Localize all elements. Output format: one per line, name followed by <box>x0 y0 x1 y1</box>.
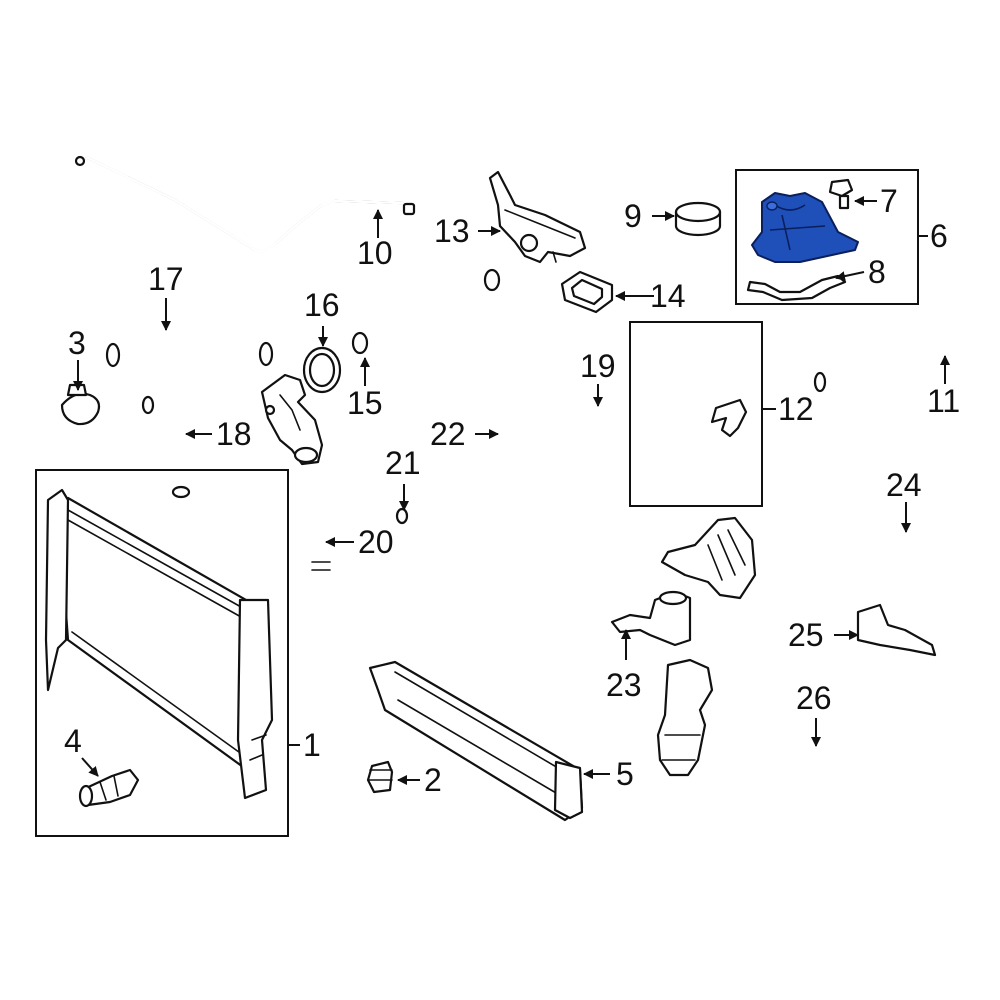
part-14-gasket[interactable] <box>560 270 614 314</box>
part-8-strap[interactable] <box>746 274 847 302</box>
callout-18: 18 <box>216 416 252 452</box>
part-9-cap[interactable] <box>674 201 722 237</box>
part-18-hose[interactable] <box>141 395 196 499</box>
part-1-radiator[interactable] <box>44 488 274 800</box>
part-25-bracket[interactable] <box>856 603 937 657</box>
part-16-oring[interactable] <box>302 346 342 394</box>
callout-labels: 1 2 3 4 5 6 7 8 9 10 11 12 13 14 15 16 1… <box>64 183 960 798</box>
callout-26: 26 <box>796 680 832 716</box>
part-21-hose[interactable] <box>325 507 433 667</box>
callout-23: 23 <box>606 667 642 703</box>
part-26-hose[interactable] <box>683 750 867 837</box>
callout-16: 16 <box>304 287 340 323</box>
callout-19: 19 <box>580 348 616 384</box>
callout-22: 22 <box>430 416 466 452</box>
part-19-hose[interactable] <box>463 333 613 420</box>
callout-7: 7 <box>880 183 898 219</box>
callout-2: 2 <box>424 762 442 798</box>
callout-14: 14 <box>650 278 686 314</box>
part-22-hose[interactable] <box>495 410 605 605</box>
callout-10: 10 <box>357 235 393 271</box>
callout-11: 11 <box>927 383 960 419</box>
part-10-tube[interactable] <box>74 155 416 254</box>
part-heater-valve[interactable] <box>656 658 714 777</box>
callout-20: 20 <box>358 524 394 560</box>
callout-12: 12 <box>778 391 814 427</box>
callout-1: 1 <box>303 727 321 763</box>
part-reservoir-highlighted[interactable] <box>751 192 859 263</box>
callout-17: 17 <box>148 261 184 297</box>
part-24-hose[interactable] <box>743 533 961 633</box>
part-23-pump[interactable] <box>610 590 692 647</box>
callout-21: 21 <box>385 445 421 481</box>
callout-5: 5 <box>616 756 634 792</box>
callout-6: 6 <box>930 218 948 254</box>
callout-15: 15 <box>347 385 383 421</box>
part-15-tube[interactable] <box>351 268 501 355</box>
part-4-sensor[interactable] <box>78 768 140 808</box>
part-17-hose[interactable] <box>105 319 274 368</box>
part-7-bolt[interactable] <box>828 178 854 210</box>
group-box-1 <box>35 469 289 837</box>
group-box-12 <box>629 321 763 507</box>
callout-9: 9 <box>624 198 642 234</box>
callout-4: 4 <box>64 723 82 759</box>
callout-3: 3 <box>68 325 86 361</box>
part-12-contents[interactable] <box>641 334 748 494</box>
callout-24: 24 <box>886 467 922 503</box>
callout-8: 8 <box>868 254 886 290</box>
part-5-cooler[interactable] <box>368 660 584 822</box>
leader-lines <box>73 196 950 785</box>
callout-25: 25 <box>788 617 824 653</box>
part-water-pump[interactable] <box>660 516 757 600</box>
part-2-mount[interactable] <box>366 760 394 794</box>
callout-13: 13 <box>434 213 470 249</box>
part-20-hose[interactable] <box>236 460 331 616</box>
part-11-hose[interactable] <box>813 328 959 393</box>
part-3-mount[interactable] <box>60 383 101 426</box>
part-thermostat[interactable] <box>260 373 324 466</box>
part-13-housing[interactable] <box>488 170 587 264</box>
